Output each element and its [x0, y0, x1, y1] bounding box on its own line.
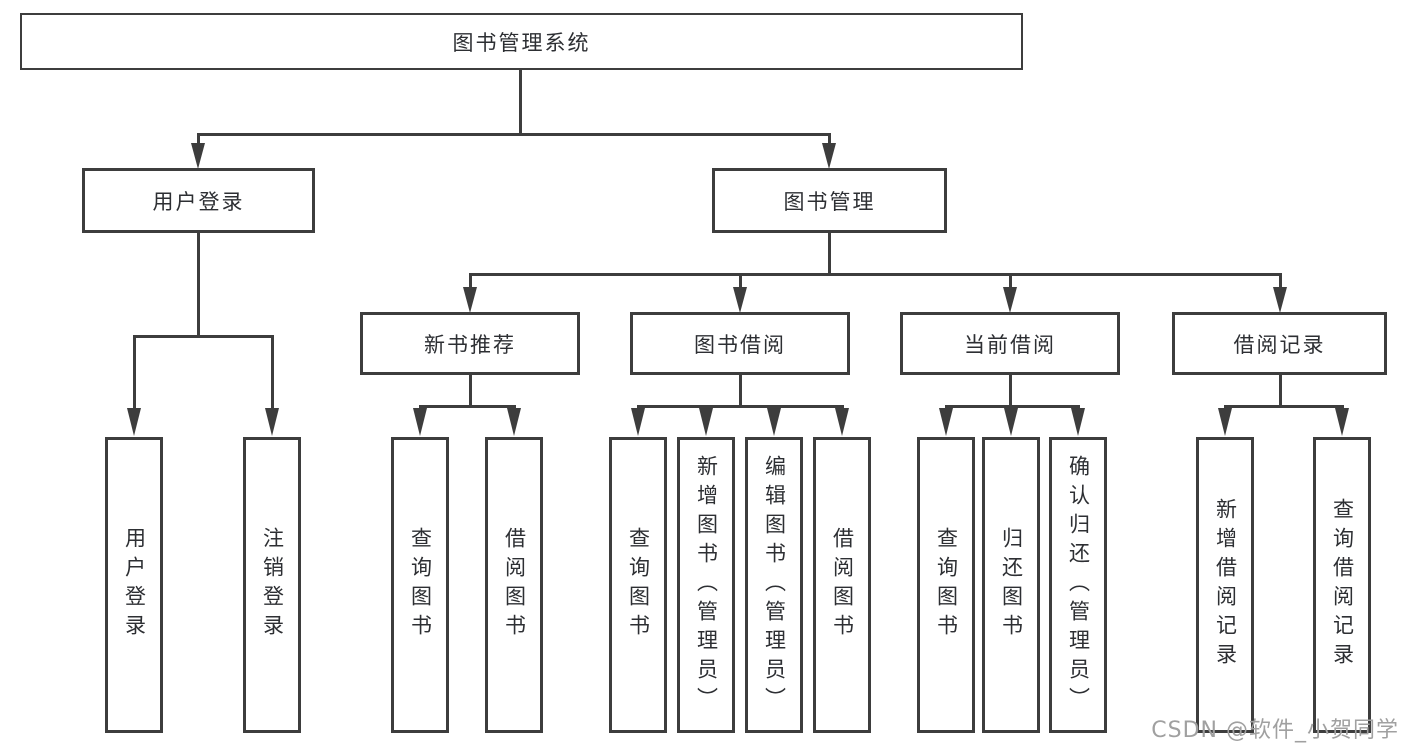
leaf-label: 查询图书 [934, 527, 959, 643]
node-label: 用户登录 [152, 189, 245, 214]
connector-root-stem [519, 70, 522, 134]
arrowhead-down [413, 408, 427, 436]
leaf-label: 借阅图书 [830, 527, 855, 643]
arrowhead-down [939, 408, 953, 436]
connector-user-login-stem [197, 232, 200, 338]
connector-records-stem [1279, 374, 1282, 407]
leaf-current-query-book: 查询图书 [917, 437, 975, 733]
connector-borrow-stem [739, 374, 742, 407]
leaf-logout: 注销登录 [243, 437, 301, 733]
leaf-label: 查询借阅记录 [1330, 498, 1355, 672]
leaf-borrow-add-book-admin: 新增图书（管理员） [677, 437, 735, 733]
node-user-login: 用户登录 [82, 168, 315, 233]
arrowhead-down [1004, 408, 1018, 436]
arrowhead-down [767, 408, 781, 436]
connector-to-user-login [197, 133, 200, 147]
connector-user-login-split [133, 335, 274, 338]
arrowhead-down [699, 408, 713, 436]
node-label: 图书借阅 [694, 332, 786, 357]
connector-book-mgmt-stem [828, 232, 831, 276]
connector-to-section [1009, 273, 1012, 291]
leaf-records-add-record: 新增借阅记录 [1196, 437, 1254, 733]
leaf-current-confirm-return-admin: 确认归还（管理员） [1049, 437, 1107, 733]
node-label: 新书推荐 [424, 332, 516, 357]
arrowhead-down [507, 408, 521, 436]
arrowhead-down [463, 287, 477, 313]
arrowhead-down [127, 408, 141, 436]
leaf-label: 查询图书 [408, 527, 433, 643]
connector-newbook-split [419, 405, 516, 408]
leaf-label: 注销登录 [260, 527, 285, 643]
node-new-book-recommend: 新书推荐 [360, 312, 580, 375]
node-borrow-records: 借阅记录 [1172, 312, 1387, 375]
leaf-label: 确认归还（管理员） [1066, 454, 1091, 716]
node-label: 借阅记录 [1233, 332, 1326, 357]
connector-to-leaf [133, 336, 136, 412]
node-book-management: 图书管理 [712, 168, 947, 233]
connector-to-section [739, 273, 742, 291]
connector-to-book-management [828, 133, 831, 147]
leaf-borrow-query-book: 查询图书 [609, 437, 667, 733]
arrowhead-down [1218, 408, 1232, 436]
node-label: 当前借阅 [964, 332, 1056, 357]
leaf-newbook-query-book: 查询图书 [391, 437, 449, 733]
leaf-borrow-edit-book-admin: 编辑图书（管理员） [745, 437, 803, 733]
node-label: 图书管理 [783, 189, 876, 214]
arrowhead-down [1335, 408, 1349, 436]
arrowhead-down [1273, 287, 1287, 313]
leaf-label: 用户登录 [122, 527, 147, 643]
connector-to-section [469, 273, 472, 291]
node-label: 图书管理系统 [452, 30, 591, 55]
connector-newbook-stem [469, 374, 472, 407]
leaf-label: 借阅图书 [502, 527, 527, 643]
connector-current-stem [1009, 374, 1012, 407]
leaf-label: 编辑图书（管理员） [762, 454, 787, 716]
node-library-system: 图书管理系统 [20, 13, 1023, 70]
arrowhead-down [1003, 287, 1017, 313]
arrowhead-down [631, 408, 645, 436]
connector-current-split [945, 405, 1080, 408]
leaf-label: 查询图书 [626, 527, 651, 643]
node-book-borrow: 图书借阅 [630, 312, 850, 375]
leaf-label: 归还图书 [999, 527, 1024, 643]
connector-book-mgmt-split [469, 273, 1282, 276]
arrowhead-down [265, 408, 279, 436]
arrowhead-down [191, 143, 205, 169]
leaf-records-query-record: 查询借阅记录 [1313, 437, 1371, 733]
connector-to-section [1279, 273, 1282, 291]
connector-to-leaf [271, 336, 274, 412]
leaf-current-return-book: 归还图书 [982, 437, 1040, 733]
leaf-label: 新增图书（管理员） [694, 454, 719, 716]
connector-root-split [197, 133, 831, 136]
arrowhead-down [1071, 408, 1085, 436]
leaf-borrow-borrow-book: 借阅图书 [813, 437, 871, 733]
arrowhead-down [835, 408, 849, 436]
connector-records-split [1224, 405, 1344, 408]
leaf-label: 新增借阅记录 [1213, 498, 1238, 672]
leaf-newbook-borrow-book: 借阅图书 [485, 437, 543, 733]
leaf-user-login: 用户登录 [105, 437, 163, 733]
csdn-watermark: CSDN @软件_小贺同学 [1151, 718, 1399, 743]
arrowhead-down [822, 143, 836, 169]
arrowhead-down [733, 287, 747, 313]
connector-borrow-split [637, 405, 844, 408]
node-current-borrow: 当前借阅 [900, 312, 1120, 375]
